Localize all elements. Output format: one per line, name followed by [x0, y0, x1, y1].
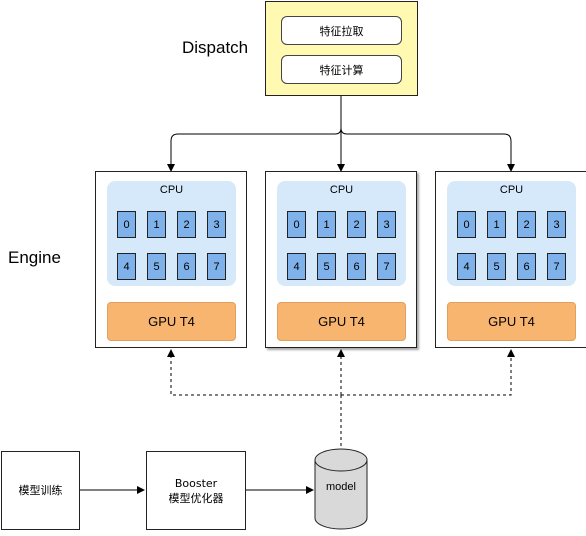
cpu-core: 6 [347, 253, 366, 280]
cpu-core: 0 [457, 211, 476, 238]
booster-subtitle: 模型优化器 [168, 491, 224, 505]
engine-label: Engine [8, 248, 61, 267]
model-to-engine-3-arrow [341, 349, 515, 396]
cpu-core: 6 [177, 253, 196, 280]
cpu-core: 3 [547, 211, 566, 238]
cpu-label: CPU [159, 184, 184, 196]
gpu-box: GPU T4 [277, 302, 406, 341]
dispatch-box: 特征拉取 特征计算 [265, 1, 418, 96]
dispatch-to-engine-3-arrow [340, 127, 515, 172]
cpu-core: 3 [207, 211, 226, 238]
cpu-core: 5 [487, 253, 506, 280]
model-training-label: 模型训练 [18, 484, 63, 497]
task-feature-fetch: 特征拉取 [281, 16, 402, 45]
cpu-core: 4 [287, 253, 306, 280]
cpu-core: 7 [377, 253, 396, 280]
booster-label: Booster [174, 476, 218, 490]
cpu-core: 2 [347, 211, 366, 238]
cpu-core: 2 [517, 211, 536, 238]
task-feature-compute: 特征计算 [281, 55, 402, 84]
gpu-box: GPU T4 [447, 302, 576, 341]
cpu-label: CPU [499, 184, 524, 196]
model-label: model [326, 481, 356, 493]
cpu-core: 4 [457, 253, 476, 280]
dispatch-label: Dispatch [182, 38, 249, 57]
cpu-core: 1 [147, 211, 166, 238]
cpu-core: 3 [377, 211, 396, 238]
cpu-core: 7 [207, 253, 226, 280]
cpu-core: 4 [117, 253, 136, 280]
model-to-engine-1-arrow [167, 349, 342, 446]
cpu-core: 1 [487, 211, 506, 238]
cpu-core: 5 [317, 253, 336, 280]
cpu-core: 1 [317, 211, 336, 238]
cpu-core: 7 [547, 253, 566, 280]
gpu-box: GPU T4 [107, 302, 236, 341]
cpu-core: 0 [117, 211, 136, 238]
dispatch-to-engine-1-arrow [167, 96, 342, 172]
cpu-label: CPU [329, 184, 354, 196]
cpu-core: 0 [287, 211, 306, 238]
booster-box: Booster 模型优化器 [146, 451, 246, 530]
model-cylinder-shape [314, 448, 368, 530]
cpu-core: 6 [517, 253, 536, 280]
model-training-box: 模型训练 [1, 451, 80, 530]
cpu-core: 2 [177, 211, 196, 238]
cpu-core: 5 [147, 253, 166, 280]
